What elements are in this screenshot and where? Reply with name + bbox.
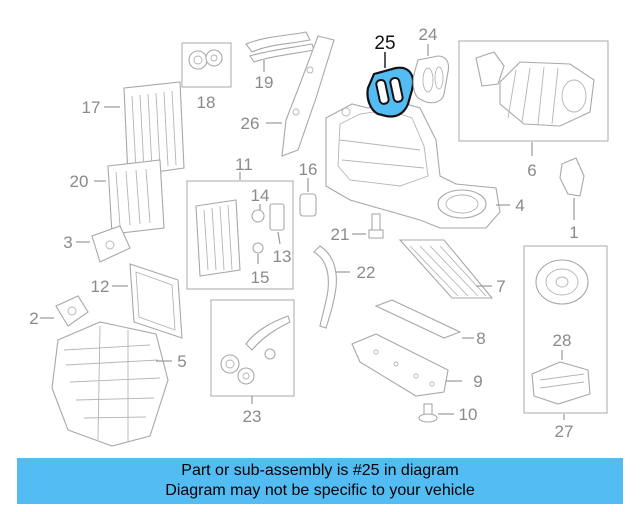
callout-8: 8 <box>476 329 485 348</box>
callout-12: 12 <box>91 277 110 296</box>
callout-21: 21 <box>331 225 350 244</box>
callout-2: 2 <box>29 309 38 328</box>
callout-19: 19 <box>255 73 274 92</box>
callout-18: 18 <box>197 93 216 112</box>
info-banner: Part or sub-assembly is #25 in diagram D… <box>17 458 623 504</box>
callout-28: 28 <box>553 331 572 350</box>
cabin-filter-7[interactable] <box>398 239 494 299</box>
banner-line-2: Diagram may not be specific to your vehi… <box>165 482 475 499</box>
lower-housing-5[interactable] <box>51 321 172 447</box>
callout-26: 26 <box>241 114 260 133</box>
blower-motor-27[interactable] <box>535 259 589 420</box>
heater-core-17[interactable] <box>104 81 185 177</box>
group-box-18 <box>181 42 232 88</box>
callout-15: 15 <box>251 268 270 287</box>
filter-frame-12[interactable] <box>112 263 183 339</box>
banner-line-1: Part or sub-assembly is #25 in diagram <box>181 462 459 479</box>
resistor-1[interactable] <box>559 157 585 220</box>
callout-25: 25 <box>374 33 395 54</box>
mounting-bracket-26[interactable] <box>266 35 335 157</box>
callout-10: 10 <box>459 405 478 424</box>
callout-24: 24 <box>419 25 438 44</box>
ac-lines-23[interactable] <box>220 315 291 404</box>
blower-regulator-28[interactable] <box>531 350 591 405</box>
callout-17: 17 <box>82 98 101 117</box>
gasket-24[interactable] <box>412 44 450 104</box>
callout-13: 13 <box>273 247 292 266</box>
callout-7: 7 <box>496 277 505 296</box>
o-ring-14[interactable] <box>251 204 265 223</box>
hvac-housing-4[interactable] <box>325 99 510 229</box>
parts-diagram: 1 2 3 4 5 6 7 8 9 10 11 12 13 14 15 16 1… <box>29 25 609 447</box>
callout-11: 11 <box>235 155 253 174</box>
callout-1: 1 <box>569 223 578 242</box>
callout-27: 27 <box>555 422 574 441</box>
callout-9: 9 <box>473 372 482 391</box>
callout-4: 4 <box>515 196 524 215</box>
callout-22: 22 <box>357 263 376 282</box>
evaporator-20[interactable] <box>94 159 165 235</box>
seal-strip-8[interactable] <box>374 299 474 339</box>
grommet-18[interactable] <box>188 49 223 70</box>
o-ring-15[interactable] <box>252 242 264 264</box>
screw-10[interactable] <box>418 403 454 423</box>
group-box-11 <box>186 180 294 290</box>
callout-5: 5 <box>177 352 186 371</box>
group-box-27 <box>523 245 608 414</box>
bracket-3[interactable] <box>76 225 131 263</box>
actuator-2[interactable] <box>40 295 89 327</box>
callout-16: 16 <box>299 160 318 179</box>
callout-3: 3 <box>63 233 72 252</box>
callout-6: 6 <box>527 161 536 180</box>
sensor-16[interactable] <box>299 178 317 217</box>
callout-23: 23 <box>243 407 262 426</box>
callout-20: 20 <box>70 172 89 191</box>
callout-14: 14 <box>251 186 270 205</box>
bolt-21[interactable] <box>352 213 384 239</box>
seal-gasket-25[interactable] <box>366 52 415 118</box>
gasket-sheet-9[interactable] <box>351 333 462 397</box>
drain-hose-22[interactable] <box>313 245 350 329</box>
heater-pipes-19[interactable] <box>245 31 315 72</box>
blower-housing-6[interactable] <box>475 51 595 156</box>
evaporator-core-11[interactable] <box>195 172 241 277</box>
expansion-valve-13[interactable] <box>269 203 285 245</box>
group-box-6 <box>458 40 609 142</box>
